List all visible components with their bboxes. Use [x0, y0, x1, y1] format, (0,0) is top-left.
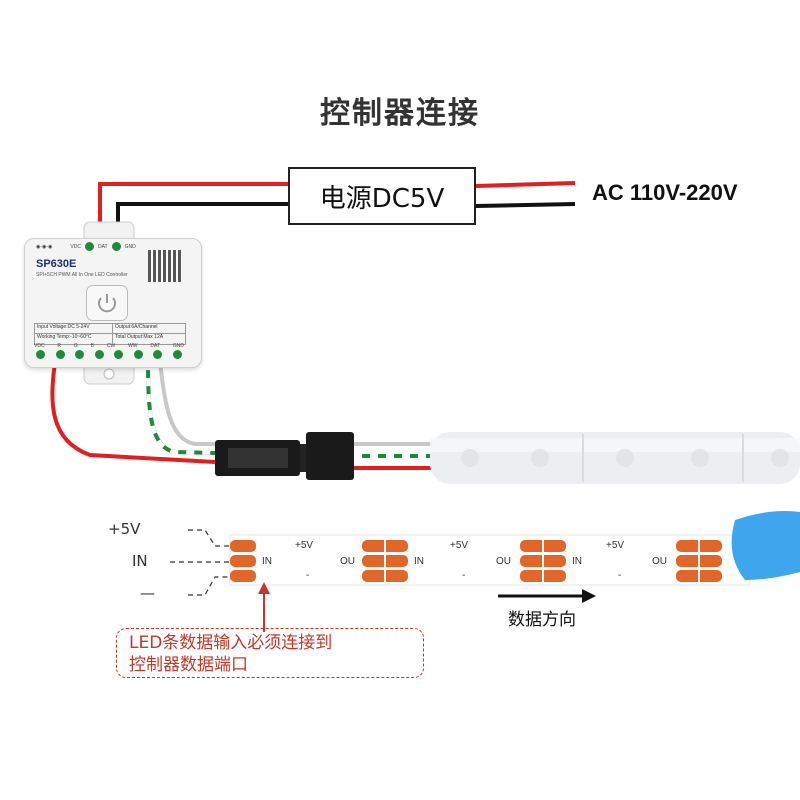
terminal: [114, 350, 124, 359]
pad-plus-label: +5V: [295, 540, 314, 551]
pin-label: B: [90, 343, 94, 349]
strip-minus-label: —: [140, 584, 155, 602]
pin-label: GND: [172, 343, 184, 349]
pad-group-1: [230, 540, 256, 582]
terminal: [172, 350, 182, 359]
bare-led-strip: [229, 511, 800, 586]
strip-lead-lines: [170, 529, 230, 596]
note-line-2: 控制器数据端口: [129, 655, 248, 675]
pad-group-4: [676, 538, 722, 584]
terminal: [153, 350, 163, 359]
pin-label: DAT: [150, 343, 161, 349]
spec-cell: Total Output:Max 12A: [115, 334, 164, 340]
terminal: [133, 350, 143, 359]
silicone-led-strip: [430, 432, 800, 484]
qr-code: [148, 250, 182, 282]
pad-plus-label: +5V: [606, 540, 625, 551]
pad-in-label: IN: [262, 556, 272, 567]
terminal: [75, 350, 85, 359]
spec-cell: Working Temp:-10~60°C: [35, 334, 113, 343]
terminal: [36, 350, 45, 359]
strip-in-label: IN: [132, 552, 148, 570]
direction-arrow: [498, 589, 596, 603]
top-terminal-1: [84, 242, 94, 251]
connector-to-strip-wires: [354, 442, 432, 470]
pin-label: R: [57, 343, 62, 349]
terminal: [94, 350, 104, 359]
power-supply-box: 电源DC5V: [288, 167, 476, 225]
controller-model: SP630E: [36, 258, 77, 270]
pad-group-2: [362, 538, 408, 584]
pad-out-label: OU: [652, 556, 667, 567]
pad-minus-label: -: [306, 570, 310, 581]
diagram-title: 控制器连接: [320, 96, 480, 131]
mains-voltage-label: AC 110V-220V: [592, 180, 738, 205]
controller-output-wires: [50, 361, 216, 464]
controller-subtitle: SPI+5CH PWM All In One LED Controller: [36, 272, 128, 278]
release-tape: [731, 511, 800, 580]
controller-terminals: [36, 350, 182, 359]
data-direction-label: 数据方向: [508, 610, 576, 630]
spec-cell: Input Voltage:DC 5-24V: [35, 324, 113, 333]
pad-in-label: IN: [572, 556, 582, 567]
pad-minus-label: -: [462, 570, 466, 581]
pad-in-label: IN: [414, 556, 424, 567]
controller-bottom-pin-labels: VDC R G B CW WW DAT GND: [34, 343, 184, 349]
mains-wires: [475, 181, 576, 208]
pin-label: CW: [106, 343, 116, 349]
pin-label: WW: [128, 343, 138, 349]
spec-cell: Output:6A/Channel: [115, 324, 158, 330]
pin-label: VDC: [34, 343, 45, 349]
jst-connector: [215, 432, 354, 480]
pad-out-label: OU: [340, 556, 355, 567]
pad-plus-label: +5V: [450, 540, 469, 551]
power-supply-label: 电源DC5V: [319, 183, 445, 214]
controller-power-button[interactable]: [86, 285, 128, 321]
strip-plus-label: +5V: [108, 520, 141, 538]
pad-minus-label: -: [618, 570, 622, 581]
top-pin-vdc: VDC: [70, 243, 81, 250]
note-line-1: LED条数据输入必须连接到: [129, 633, 333, 653]
data-input-note: LED条数据输入必须连接到 控制器数据端口: [116, 628, 424, 678]
top-terminal-2: [111, 242, 121, 251]
spec-table: Input Voltage:DC 5-24V Output:6A/Channel…: [34, 323, 186, 345]
note-arrow: [258, 582, 270, 632]
pad-group-3: [520, 538, 566, 584]
power-icon: [98, 294, 116, 313]
top-pin-dat: DAT: [97, 243, 108, 250]
pin-label: G: [73, 343, 78, 349]
terminal: [55, 350, 65, 359]
top-pin-gnd: GND: [124, 243, 136, 250]
pad-out-label: OU: [496, 556, 511, 567]
controller-led-indicators: ◉-◉-◉: [36, 243, 53, 250]
controller-top-pins: ◉-◉-◉ VDC DAT GND: [36, 242, 156, 251]
